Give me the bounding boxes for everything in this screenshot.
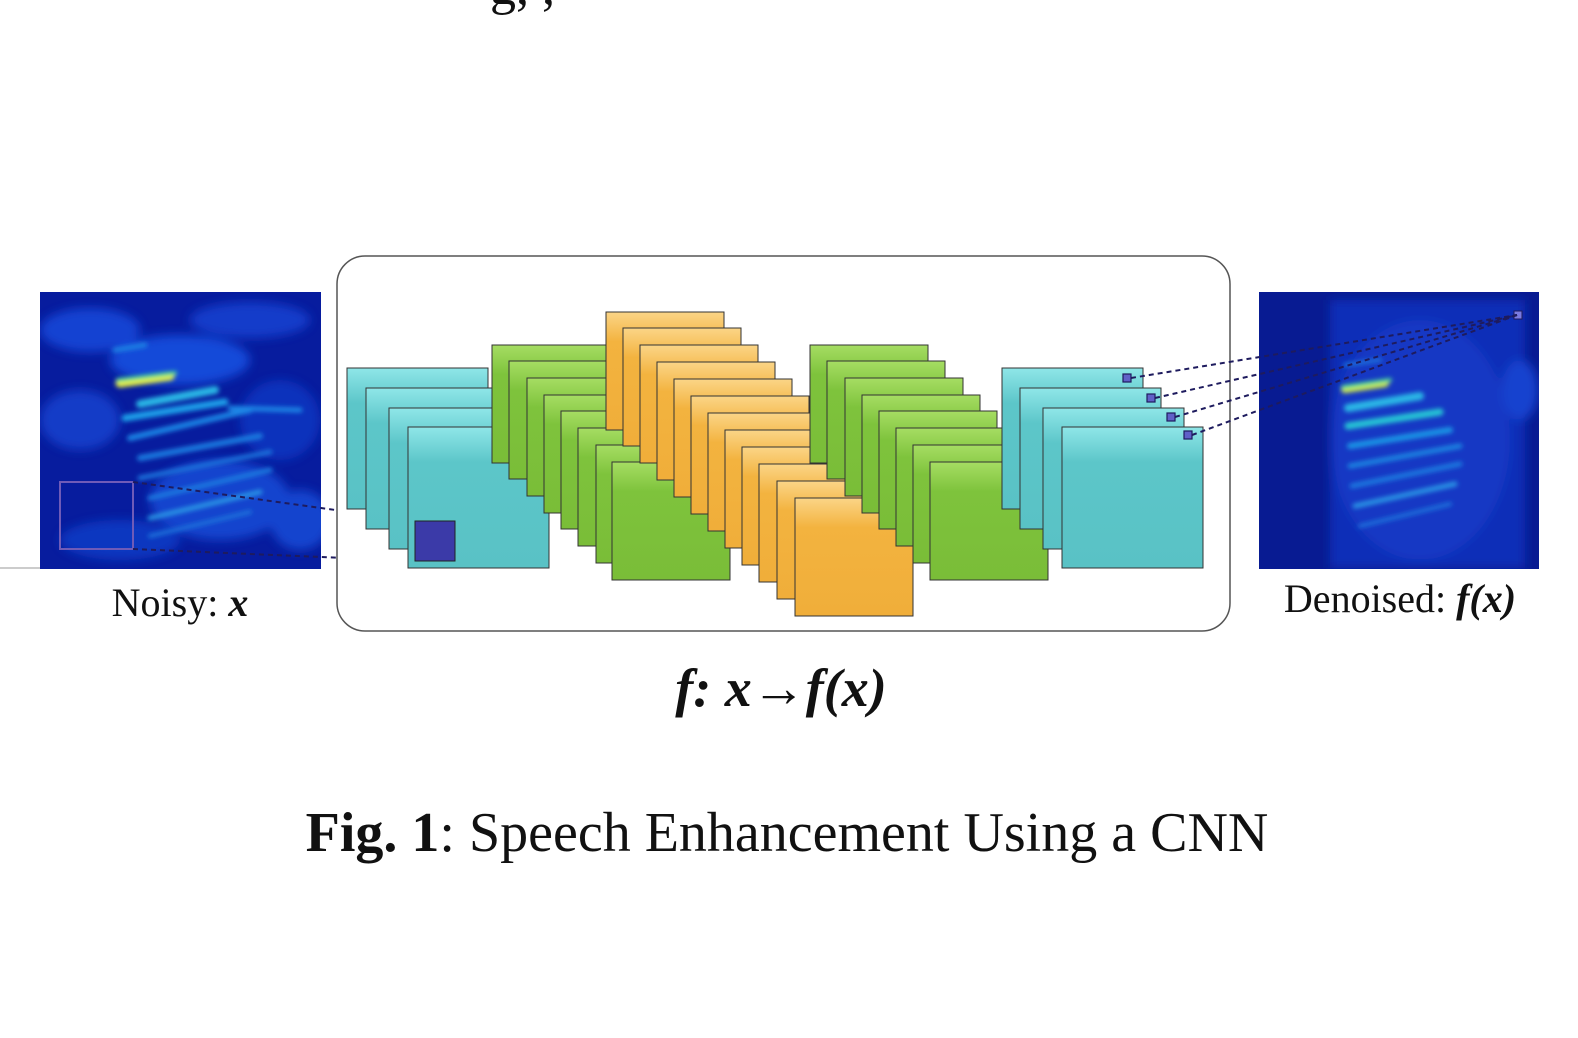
output-connector-lines: [1130, 314, 1518, 436]
function-label: f: x→f(x): [675, 658, 886, 718]
figure-caption: Fig. 1: Speech Enhancement Using a CNN: [306, 802, 1269, 864]
input-label: Noisy: x: [112, 580, 249, 625]
output-label: Denoised: f(x): [1284, 576, 1516, 621]
cnn-layers: [346, 311, 1204, 617]
orange-stack: [605, 311, 914, 617]
cyan-stack-2: [1001, 367, 1204, 569]
noisy-spectrogram: [40, 292, 321, 569]
denoised-spectrogram: [1259, 292, 1539, 569]
cyan-stack-2-map: [1061, 426, 1204, 569]
receptive-patch: [414, 520, 456, 562]
cyan-stack-1: [346, 367, 550, 569]
top-text-fragment: g, ,: [490, 0, 555, 16]
green-stack-2: [809, 344, 1049, 581]
input-patch-outline: [59, 481, 134, 550]
